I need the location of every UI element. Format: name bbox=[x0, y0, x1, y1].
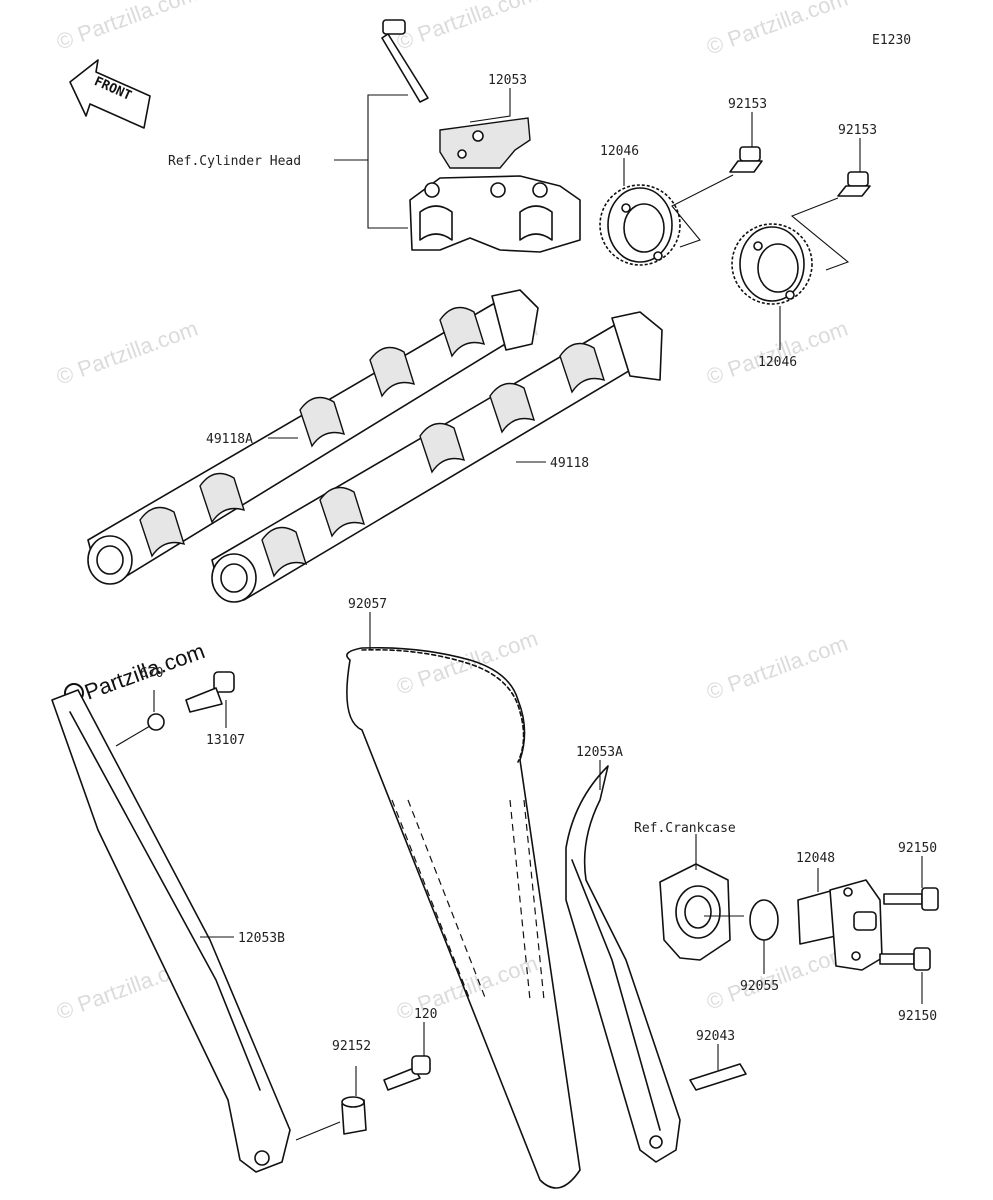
part-label-92153-b: 92153 bbox=[838, 123, 877, 138]
part-label-12053B: 12053B bbox=[238, 931, 285, 946]
camshaft-49118A bbox=[87, 289, 539, 585]
chain-guide-12053B bbox=[51, 689, 291, 1173]
cam-cap-12053 bbox=[381, 19, 581, 253]
part-label-92153-a: 92153 bbox=[728, 97, 767, 112]
brand-logo: Partzilla.com bbox=[64, 638, 208, 705]
part-label-49118A: 49118A bbox=[206, 432, 253, 447]
part-label-670: 670 bbox=[140, 666, 163, 681]
timing-chain-92057 bbox=[346, 646, 581, 1189]
watermark: © Partzilla.com bbox=[53, 316, 201, 390]
part-label-49118: 49118 bbox=[550, 456, 589, 471]
tensioner-guide-12053A bbox=[565, 765, 681, 1163]
part-label-12053: 12053 bbox=[488, 73, 527, 88]
diagram-code: E1230 bbox=[872, 33, 911, 48]
part-label-12046-b: 12046 bbox=[758, 355, 797, 370]
o-ring-670 bbox=[147, 713, 165, 731]
leader-92153-c-bracket bbox=[790, 197, 850, 271]
sprocket-12046-right bbox=[731, 223, 813, 305]
ref-cylinder-head-label: Ref.Cylinder Head bbox=[168, 154, 301, 169]
part-label-12048: 12048 bbox=[796, 851, 835, 866]
part-label-13107: 13107 bbox=[206, 733, 245, 748]
watermark: © Partzilla.com bbox=[703, 631, 851, 705]
watermark: © Partzilla.com bbox=[393, 0, 541, 55]
front-arrow-icon: FRONT bbox=[69, 59, 151, 129]
part-label-92055: 92055 bbox=[740, 979, 779, 994]
bolt-92150-upper bbox=[883, 887, 939, 911]
ref-cylinder-head-bracket bbox=[334, 94, 408, 229]
o-ring-92055 bbox=[749, 899, 779, 941]
part-label-92057: 92057 bbox=[348, 597, 387, 612]
part-label-92150-b: 92150 bbox=[898, 1009, 937, 1024]
leader-92152 bbox=[295, 1066, 357, 1141]
collar-92152 bbox=[341, 1096, 367, 1135]
watermark: © Partzilla.com bbox=[703, 0, 851, 60]
part-label-12053A: 12053A bbox=[576, 745, 623, 760]
part-label-120: 120 bbox=[414, 1007, 437, 1022]
leader-92153-b-bracket bbox=[671, 174, 734, 248]
crankcase-mount bbox=[659, 863, 731, 961]
sprocket-12046-left bbox=[599, 184, 681, 266]
ref-crankcase-label: Ref.Crankcase bbox=[634, 821, 736, 836]
bolt-120 bbox=[383, 1055, 431, 1091]
leader-12053 bbox=[469, 88, 511, 123]
bolt-92153-a bbox=[729, 146, 763, 173]
watermark: © Partzilla.com bbox=[703, 941, 851, 1015]
pivot-bolt-13107 bbox=[185, 671, 235, 713]
bolt-92150-lower bbox=[879, 947, 931, 971]
part-label-92043: 92043 bbox=[696, 1029, 735, 1044]
camshaft-49118 bbox=[211, 311, 663, 603]
chain-tensioner-12048 bbox=[797, 879, 883, 971]
pin-92043 bbox=[689, 1063, 747, 1091]
part-label-92150-a: 92150 bbox=[898, 841, 937, 856]
part-label-12046-a: 12046 bbox=[600, 144, 639, 159]
watermark: © Partzilla.com bbox=[703, 316, 851, 390]
leader-670 bbox=[115, 690, 155, 747]
part-label-92152: 92152 bbox=[332, 1039, 371, 1054]
bolt-92153-b bbox=[837, 171, 871, 197]
watermark: © Partzilla.com bbox=[53, 0, 201, 55]
